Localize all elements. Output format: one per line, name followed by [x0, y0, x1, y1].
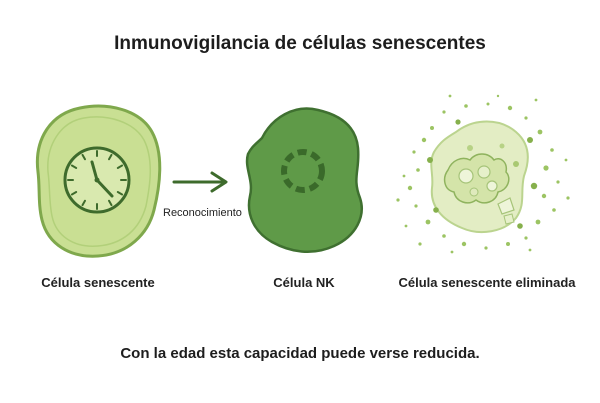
eliminated-cell-label: Célula senescente eliminada [398, 275, 576, 290]
clock-icon [63, 146, 131, 214]
recognition-arrow [172, 171, 228, 193]
arrow-label: Reconocimiento [163, 207, 242, 219]
debris-particles [396, 94, 570, 254]
senescent-cell [35, 104, 162, 258]
footnote: Con la edad esta capacidad puede verse r… [120, 345, 480, 362]
senescent-cell-label: Célula senescente [41, 275, 155, 290]
diagram-title: Inmunovigilancia de células senescentes [114, 33, 486, 54]
nk-cell-label: Célula NK [273, 275, 335, 290]
debris-icon [443, 143, 519, 225]
dashed-ring-icon [281, 149, 325, 193]
nk-cell-membrane [245, 107, 363, 253]
nk-cell [245, 107, 363, 253]
eliminated-cell [396, 94, 570, 254]
